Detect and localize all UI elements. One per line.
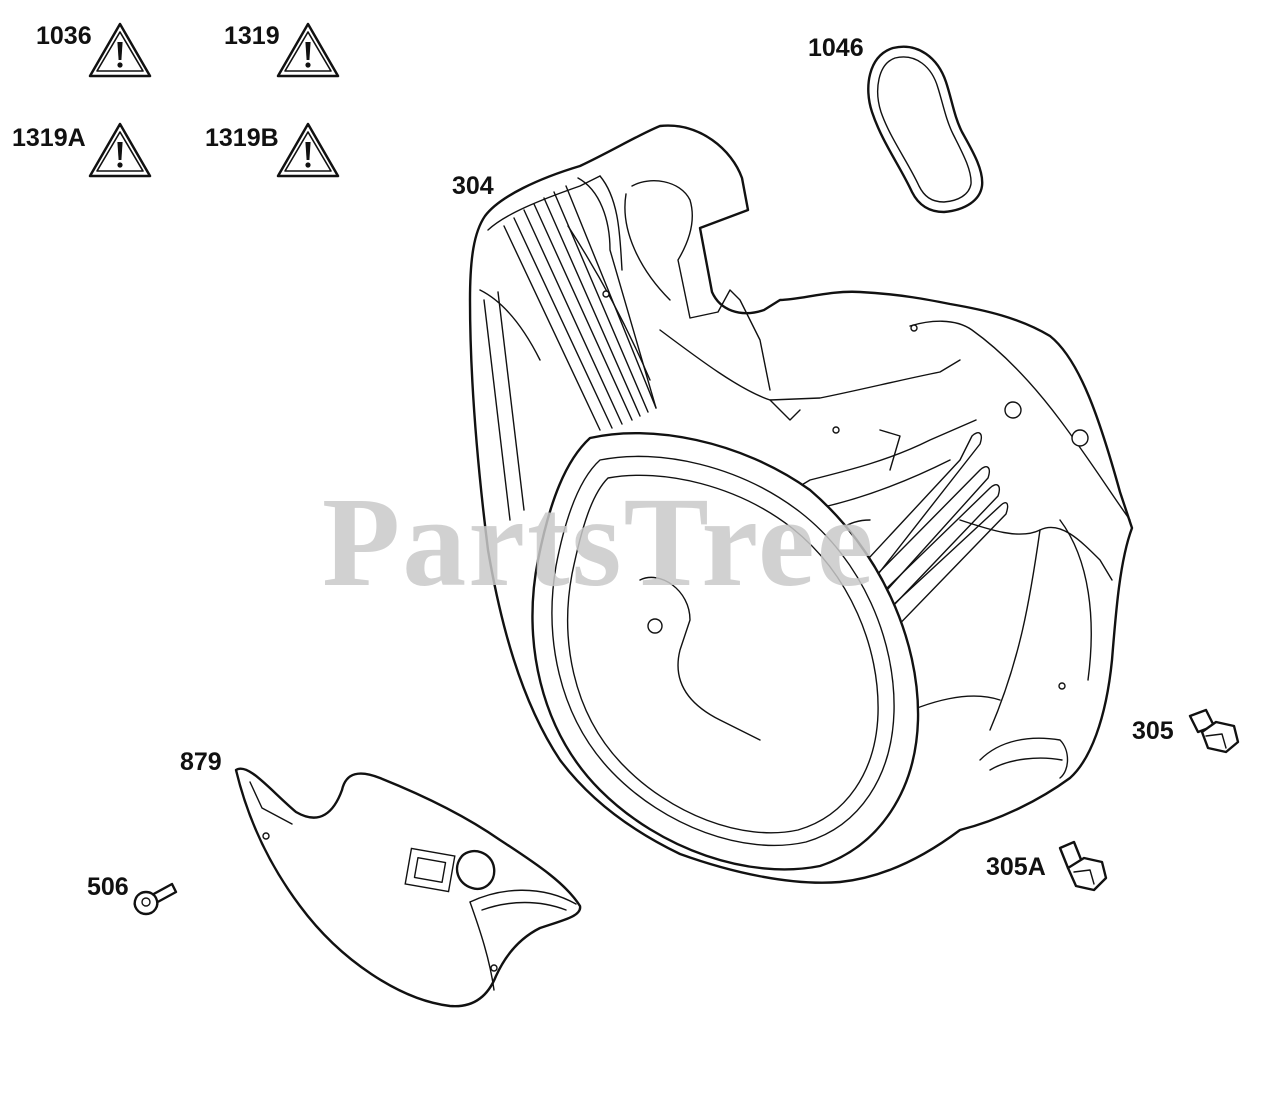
label-1046[interactable]: 1046	[808, 34, 864, 62]
warning-icon-1036	[88, 22, 152, 78]
label-305a[interactable]: 305A	[986, 853, 1046, 881]
warning-icon-1319	[276, 22, 340, 78]
label-1319a[interactable]: 1319A	[12, 124, 86, 152]
watermark: PartsTree	[322, 471, 876, 613]
part-506-bolt[interactable]	[133, 882, 178, 916]
label-1036[interactable]: 1036	[36, 22, 92, 50]
label-305[interactable]: 305	[1132, 717, 1174, 745]
warning-icon-1319a	[88, 122, 152, 178]
label-1319b[interactable]: 1319B	[205, 124, 279, 152]
part-304-blower-housing[interactable]	[468, 124, 1134, 884]
part-305a-bolt[interactable]	[1058, 840, 1108, 892]
warning-icon-1319b	[276, 122, 340, 178]
label-1319[interactable]: 1319	[224, 22, 280, 50]
part-305-bolt[interactable]	[1188, 708, 1240, 754]
part-879-shield[interactable]	[234, 767, 582, 1008]
label-506[interactable]: 506	[87, 873, 129, 901]
part-1046-seal[interactable]	[867, 45, 984, 214]
label-304[interactable]: 304	[452, 172, 494, 200]
label-879[interactable]: 879	[180, 748, 222, 776]
